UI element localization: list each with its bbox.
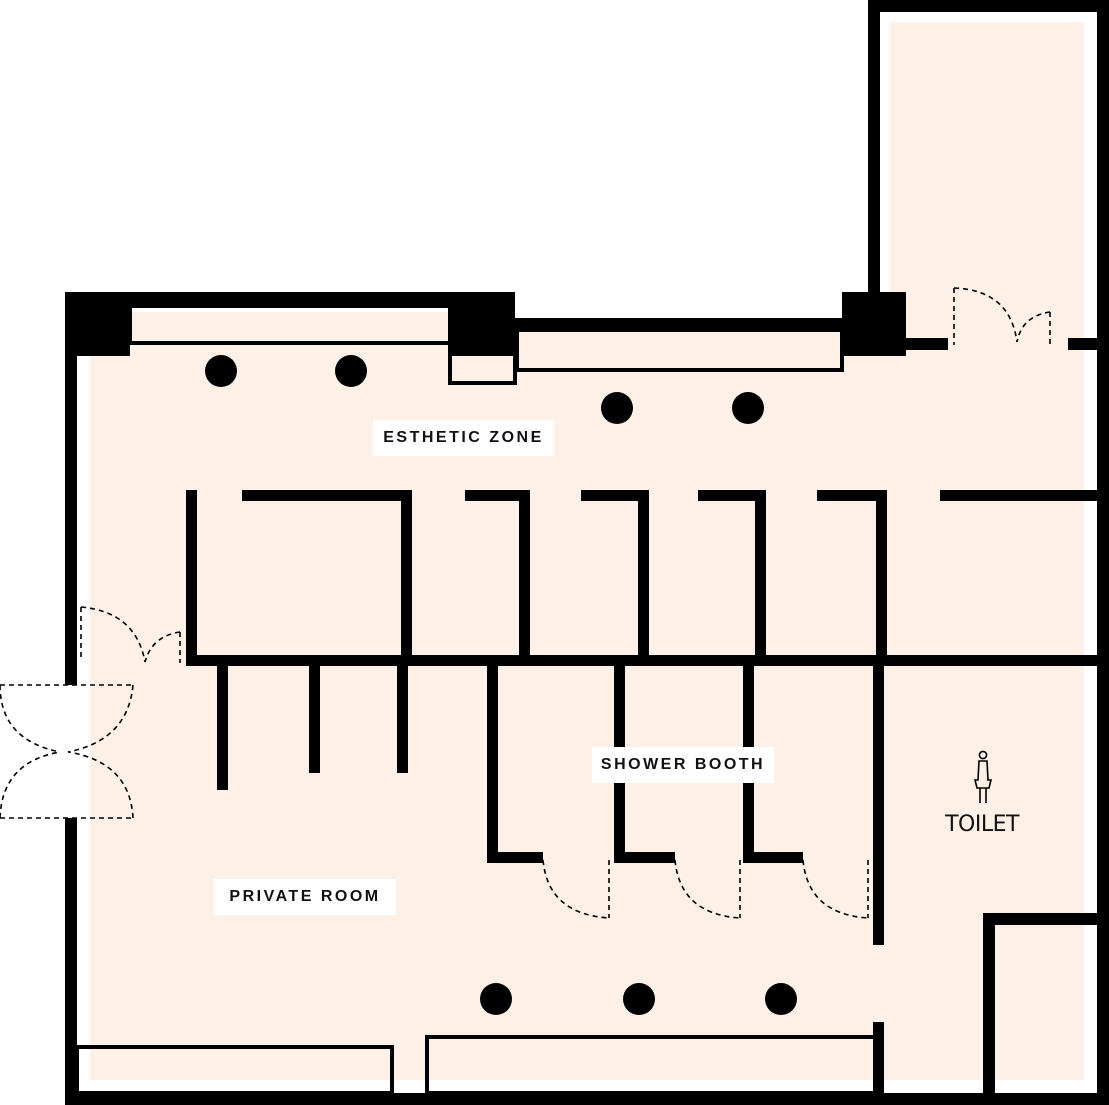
door-swings	[0, 287, 1051, 919]
wall-left-upper	[65, 292, 77, 685]
column	[601, 392, 633, 424]
column	[205, 355, 237, 387]
column	[480, 983, 512, 1015]
door-swing-arc-icon	[802, 859, 869, 919]
door-swing-arc-icon	[542, 859, 610, 919]
wall-stub-2	[1068, 338, 1109, 350]
zone-label-shower-booth: SHOWER BOOTH	[592, 747, 774, 783]
wall-top-left	[65, 292, 515, 304]
wall-tower-left	[868, 0, 880, 345]
door-swing-arc-icon	[1016, 311, 1051, 343]
bottom-counter-left	[75, 1045, 394, 1095]
door-swing-arc-icon	[0, 684, 61, 753]
pillar-3	[842, 292, 906, 356]
door-swing-arc-icon	[80, 606, 146, 663]
column	[335, 355, 367, 387]
interior-walls	[186, 490, 1109, 1105]
pillar-2	[448, 292, 515, 356]
door-swing-arc-icon	[67, 684, 134, 753]
door-swing-arc-icon	[674, 859, 741, 919]
columns	[205, 355, 797, 1015]
top-counter-left	[128, 304, 452, 345]
wall-left-lower	[65, 818, 77, 1105]
wall-tower-top	[868, 0, 1109, 12]
female-person-icon	[973, 750, 993, 803]
column	[765, 983, 797, 1015]
column	[623, 983, 655, 1015]
column	[732, 392, 764, 424]
zone-label-toilet: TOILET	[945, 812, 1019, 837]
wall-bottom	[65, 1093, 1109, 1105]
door-swing-arc-icon	[0, 751, 61, 819]
zone-label-esthetic: ESTHETIC ZONE	[373, 420, 554, 456]
wall-tower-right	[1097, 0, 1109, 340]
small-box	[448, 350, 517, 385]
door-swing-arc-icon	[67, 751, 134, 819]
wall-stub-1	[900, 338, 948, 350]
wall-top-mid	[505, 318, 855, 330]
door-swing-arc-icon	[144, 631, 181, 663]
wall-right	[1097, 345, 1109, 1105]
pillar-1	[65, 292, 130, 356]
door-swing-arc-icon	[953, 287, 1018, 343]
floor-area	[90, 22, 1084, 1080]
zone-label-private-room: PRIVATE ROOM	[214, 879, 396, 915]
outer-walls	[65, 0, 1109, 1105]
